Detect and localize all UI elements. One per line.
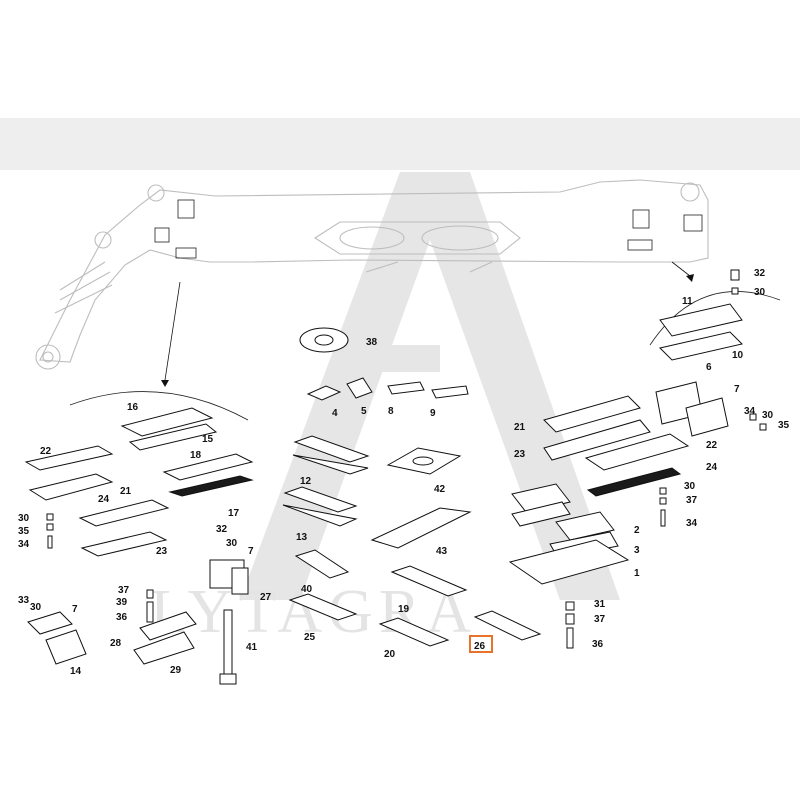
callout-2: 2 <box>634 525 640 536</box>
callout-30-bl: 30 <box>30 602 42 613</box>
callout-37-r3: 37 <box>594 614 606 625</box>
callout-30-far: 30 <box>762 410 774 421</box>
callout-37-left: 37 <box>118 585 130 596</box>
callout-3: 3 <box>634 545 640 556</box>
highlight-box <box>469 635 493 653</box>
callout-23-right: 23 <box>514 449 526 460</box>
leader-lines <box>69 261 781 421</box>
callout-24: 24 <box>98 494 110 505</box>
callout-14: 14 <box>70 666 82 677</box>
top-blank-area <box>0 0 800 118</box>
callout-11: 11 <box>682 296 693 307</box>
callout-22-right: 22 <box>706 440 718 451</box>
callout-34-r2: 34 <box>686 518 698 529</box>
small-plates <box>306 377 469 401</box>
callout-21: 21 <box>120 486 132 497</box>
callout-32-right: 32 <box>754 268 766 279</box>
callout-29: 29 <box>170 665 182 676</box>
callout-21-right: 21 <box>514 422 526 433</box>
callout-13: 13 <box>296 532 308 543</box>
callout-36-right: 36 <box>592 639 604 650</box>
callout-35-left: 35 <box>18 526 30 537</box>
callout-30-right: 30 <box>754 287 766 298</box>
callout-10: 10 <box>732 350 744 361</box>
callout-4: 4 <box>332 408 338 419</box>
callout-12: 12 <box>300 476 312 487</box>
callout-7-mid: 7 <box>248 546 254 557</box>
callout-5: 5 <box>361 406 367 417</box>
callout-26: 26 <box>474 641 486 652</box>
callout-1: 1 <box>634 568 640 579</box>
callout-16: 16 <box>127 402 139 413</box>
callout-22: 22 <box>40 446 52 457</box>
callout-30-r2: 30 <box>684 481 696 492</box>
center-slide-pads <box>282 435 542 653</box>
callout-43: 43 <box>436 546 448 557</box>
callout-30-mid: 30 <box>226 538 238 549</box>
callout-23: 23 <box>156 546 168 557</box>
header-band <box>0 118 800 170</box>
callout-30-left: 30 <box>18 513 30 524</box>
callout-24-right: 24 <box>706 462 718 473</box>
callout-40: 40 <box>301 584 313 595</box>
callout-7-bl: 7 <box>72 604 78 615</box>
callout-8: 8 <box>388 406 394 417</box>
callout-28: 28 <box>110 638 122 649</box>
callout-6: 6 <box>706 362 712 373</box>
callout-19: 19 <box>398 604 410 615</box>
callout-34-right: 34 <box>744 406 756 417</box>
callout-18: 18 <box>190 450 202 461</box>
callout-41: 41 <box>246 642 258 653</box>
callout-15: 15 <box>202 434 214 445</box>
callout-35-right: 35 <box>778 420 790 431</box>
part-38-washer <box>299 327 349 353</box>
callout-25: 25 <box>304 632 316 643</box>
callout-36-left: 36 <box>116 612 128 623</box>
callout-33: 33 <box>18 595 30 606</box>
left-hardware <box>27 513 249 685</box>
callout-31: 31 <box>594 599 606 610</box>
callout-37-right: 37 <box>686 495 698 506</box>
callout-34-left: 34 <box>18 539 30 550</box>
callout-42: 42 <box>434 484 446 495</box>
callout-9: 9 <box>430 408 436 419</box>
callout-7-right: 7 <box>734 384 740 395</box>
callout-39: 39 <box>116 597 128 608</box>
callout-labels: 38 4 5 8 9 12 13 42 43 40 25 19 20 26 16… <box>18 268 790 677</box>
callout-27: 27 <box>260 592 272 603</box>
callout-38: 38 <box>366 337 378 348</box>
right-detail-plates <box>508 269 767 649</box>
callout-32-left: 32 <box>216 524 228 535</box>
callout-20: 20 <box>384 649 396 660</box>
callout-17: 17 <box>228 508 240 519</box>
left-detail-plates <box>24 407 254 557</box>
boom-outline <box>35 179 709 370</box>
